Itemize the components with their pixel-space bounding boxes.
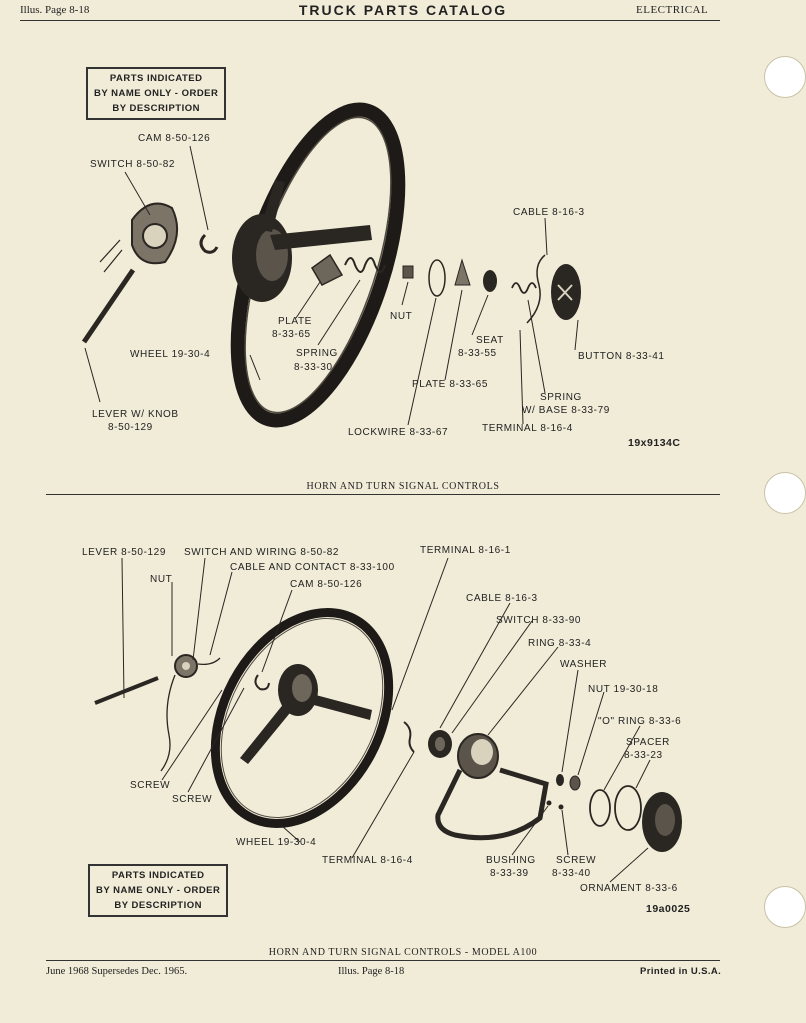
note-line: BY NAME ONLY - ORDER bbox=[96, 885, 221, 896]
label-lever-2: LEVER 8-50-129 bbox=[82, 547, 167, 558]
label-spacer: SPACER bbox=[626, 737, 670, 748]
ring-yoke bbox=[435, 767, 549, 841]
label-spacer-number: 8-33-23 bbox=[624, 750, 663, 761]
label-terminal-1: TERMINAL 8-16-1 bbox=[420, 545, 511, 556]
note-line: BY DESCRIPTION bbox=[114, 900, 202, 911]
lever-drawing bbox=[81, 268, 136, 344]
oring-drawing bbox=[589, 789, 611, 827]
terminal-drawing bbox=[403, 721, 415, 753]
label-cable-2: CABLE 8-16-3 bbox=[466, 593, 538, 604]
figure-1-leaders bbox=[84, 145, 579, 426]
label-nut: NUT bbox=[390, 311, 413, 322]
label-plate: PLATE bbox=[278, 316, 312, 327]
note-line: BY NAME ONLY - ORDER bbox=[94, 88, 219, 99]
note-line: BY DESCRIPTION bbox=[112, 103, 200, 114]
wheel2-rim bbox=[210, 608, 394, 828]
footer-page-ref: Illus. Page 8-18 bbox=[338, 966, 405, 977]
label-terminal-2: TERMINAL 8-16-4 bbox=[322, 855, 413, 866]
figure-2-caption: HORN AND TURN SIGNAL CONTROLS - MODEL A1… bbox=[268, 947, 538, 958]
label-plate-number: 8-33-65 bbox=[272, 329, 311, 340]
label-screw-3-number: 8-33-40 bbox=[552, 868, 591, 879]
lockwire-drawing bbox=[428, 259, 446, 297]
label-nut-19-30-18: NUT 19-30-18 bbox=[588, 684, 659, 695]
label-switch-wiring: SWITCH AND WIRING 8-50-82 bbox=[184, 547, 340, 558]
label-nut-2: NUT bbox=[150, 574, 173, 585]
wheel2-spokes bbox=[240, 702, 294, 764]
label-lever: LEVER W/ KNOB bbox=[92, 409, 179, 420]
label-screw-1: SCREW bbox=[130, 780, 171, 791]
caption-rule-1 bbox=[46, 494, 720, 495]
label-spring-number: 8-33-30 bbox=[294, 362, 333, 373]
page-ref: Illus. Page 8-18 bbox=[20, 4, 90, 16]
footer-date: June 1968 Supersedes Dec. 1965. bbox=[46, 966, 188, 977]
label-washer: WASHER bbox=[560, 659, 608, 670]
cam2-drawing bbox=[254, 674, 270, 691]
footer-printed: Printed in U.S.A. bbox=[640, 966, 722, 977]
spring-drawing bbox=[344, 257, 386, 273]
label-screw-3: SCREW bbox=[556, 855, 597, 866]
label-lockwire: LOCKWIRE 8-33-67 bbox=[348, 427, 449, 438]
label-switch-2: SWITCH 8-33-90 bbox=[496, 615, 582, 626]
plate2-drawing bbox=[454, 258, 471, 286]
label-cam: CAM 8-50-126 bbox=[138, 133, 211, 144]
header-rule bbox=[20, 20, 720, 21]
plate-drawing bbox=[311, 253, 344, 286]
wheel-spokes bbox=[270, 225, 372, 250]
lever2-drawing bbox=[94, 676, 159, 705]
note-line: PARTS INDICATED bbox=[111, 870, 205, 881]
label-bushing-number: 8-33-39 bbox=[490, 868, 529, 879]
nut2-drawing bbox=[569, 775, 581, 791]
label-spring-2: SPRING bbox=[540, 392, 582, 403]
washer-drawing bbox=[556, 774, 564, 786]
label-ornament: ORNAMENT 8-33-6 bbox=[580, 883, 678, 894]
label-cam-2: CAM 8-50-126 bbox=[290, 579, 363, 590]
caption-rule-2 bbox=[46, 960, 720, 961]
label-ring: RING 8-33-4 bbox=[528, 638, 592, 649]
label-spring: SPRING bbox=[296, 348, 338, 359]
spacer-drawing bbox=[614, 785, 642, 831]
label-wheel-2: WHEEL 19-30-4 bbox=[236, 837, 317, 848]
label-cable-contact: CABLE AND CONTACT 8-33-100 bbox=[230, 562, 395, 573]
figure-2-leaders bbox=[121, 557, 651, 883]
label-cable: CABLE 8-16-3 bbox=[513, 207, 585, 218]
note-line: PARTS INDICATED bbox=[109, 73, 203, 84]
figure-number-2: 19a0025 bbox=[646, 903, 691, 915]
label-lever-number: 8-50-129 bbox=[108, 422, 153, 433]
label-seat-number: 8-33-55 bbox=[458, 348, 497, 359]
label-spring-2-number: W/ BASE 8-33-79 bbox=[522, 405, 610, 416]
label-terminal: TERMINAL 8-16-4 bbox=[482, 423, 573, 434]
seat-drawing bbox=[483, 270, 497, 292]
parts-note-box-1: PARTS INDICATED BY NAME ONLY - ORDER BY … bbox=[86, 67, 227, 120]
binder-hole-middle bbox=[764, 472, 806, 514]
label-plate-2: PLATE 8-33-65 bbox=[412, 379, 488, 390]
label-bushing: BUSHING bbox=[486, 855, 536, 866]
label-wheel: WHEEL 19-30-4 bbox=[130, 349, 211, 360]
section-name: ELECTRICAL bbox=[636, 4, 709, 16]
cam-drawing bbox=[199, 233, 219, 254]
parts-note-box-2: PARTS INDICATED BY NAME ONLY - ORDER BY … bbox=[88, 864, 229, 917]
catalog-title: TRUCK PARTS CATALOG bbox=[298, 2, 508, 18]
spring2-drawing bbox=[511, 282, 537, 294]
label-button: BUTTON 8-33-41 bbox=[578, 351, 665, 362]
binder-hole-top bbox=[764, 56, 806, 98]
cable-drawing bbox=[526, 254, 546, 324]
label-seat: SEAT bbox=[476, 335, 504, 346]
switch-wiring-drawing bbox=[160, 654, 221, 772]
label-switch: SWITCH 8-50-82 bbox=[90, 159, 176, 170]
figure-1-caption: HORN AND TURN SIGNAL CONTROLS bbox=[306, 481, 500, 492]
label-o-ring: "O" RING 8-33-6 bbox=[598, 716, 682, 727]
figure-number-1: 19x9134C bbox=[628, 437, 681, 449]
nut-drawing bbox=[402, 265, 414, 279]
turn-switch-drawing bbox=[99, 202, 179, 273]
label-screw-2: SCREW bbox=[172, 794, 213, 805]
